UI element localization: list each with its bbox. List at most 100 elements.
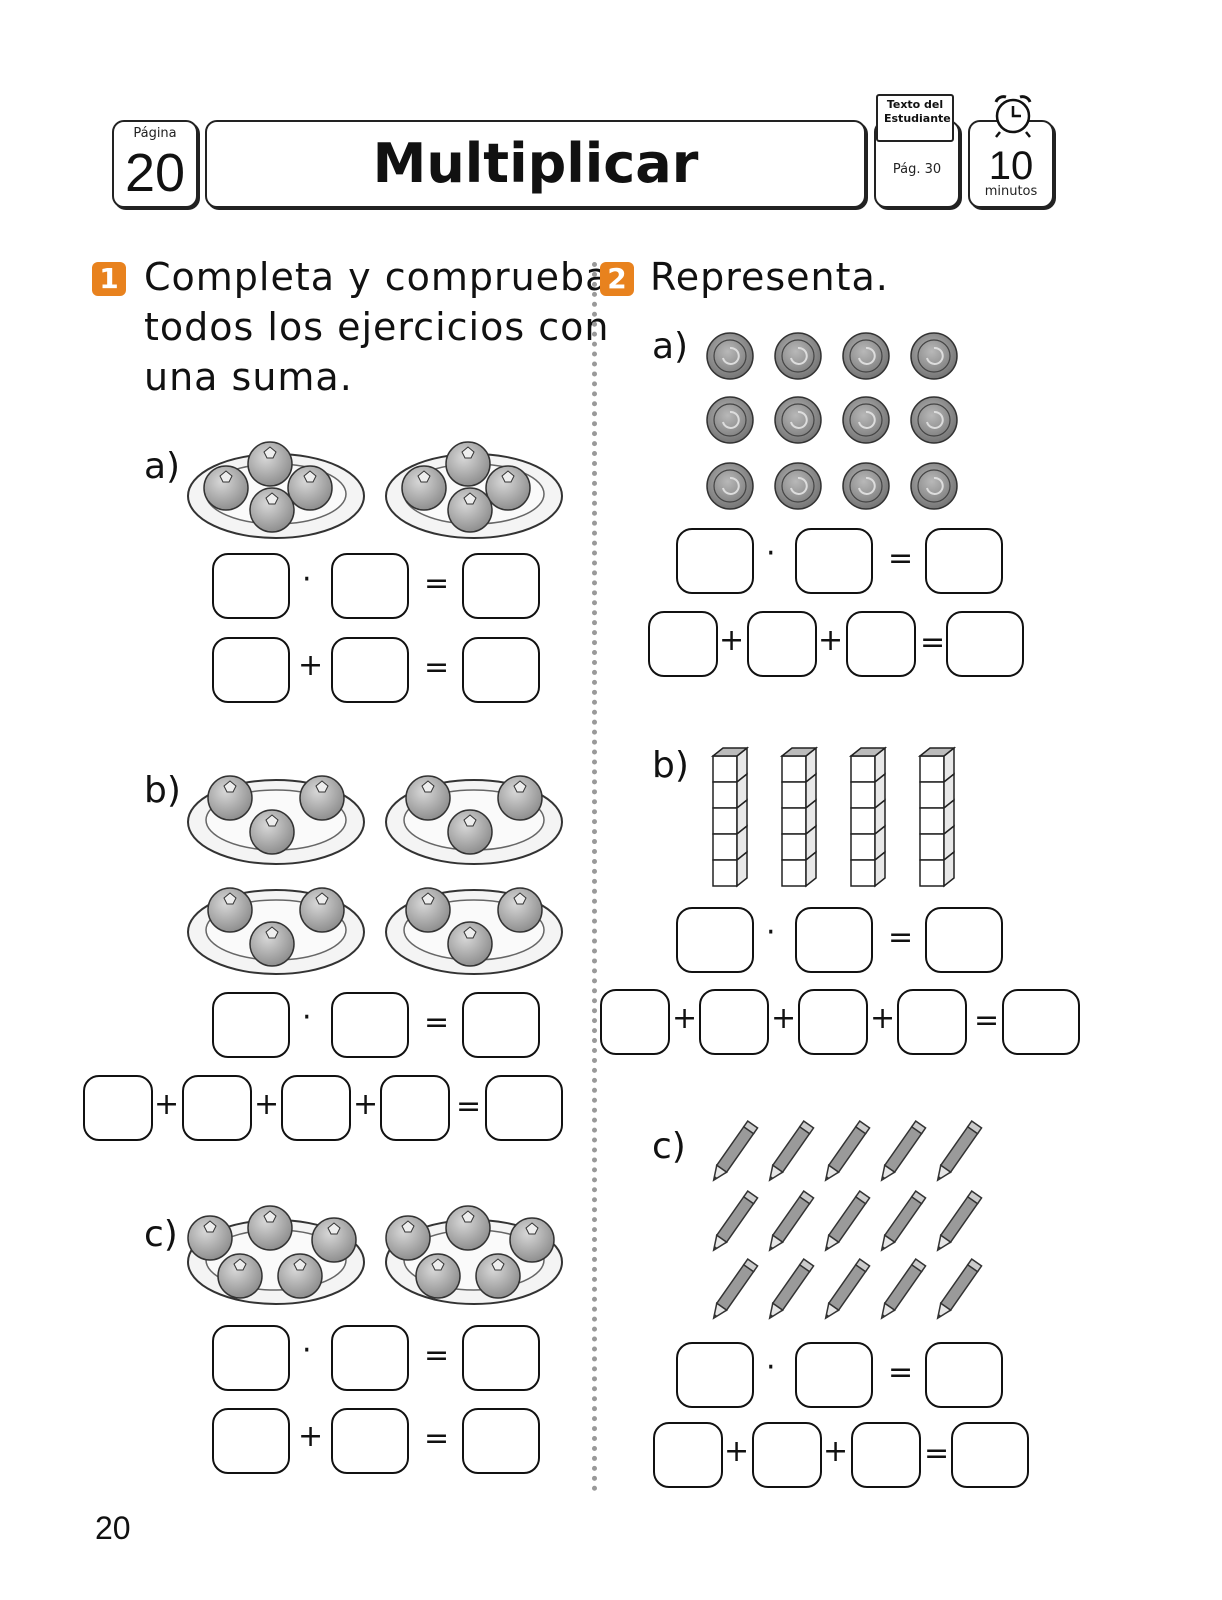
answer-box[interactable] — [462, 1408, 540, 1474]
answer-box[interactable] — [851, 1422, 921, 1488]
page-title: Multiplicar — [372, 132, 699, 195]
answer-box[interactable] — [795, 1342, 873, 1408]
q2-a-label: a) — [652, 326, 689, 367]
title-box: Multiplicar — [205, 120, 866, 208]
equals-sign: = — [888, 541, 914, 576]
answer-box[interactable] — [925, 528, 1003, 594]
answer-box[interactable] — [653, 1422, 723, 1488]
question-1-line-2: todos los ejercicios con — [144, 305, 610, 349]
answer-box[interactable] — [380, 1075, 450, 1141]
answer-box[interactable] — [798, 989, 868, 1055]
equals-sign: = — [920, 625, 946, 660]
answer-box[interactable] — [462, 637, 540, 703]
answer-box[interactable] — [182, 1075, 252, 1141]
plus-sign: + — [823, 1434, 849, 1469]
answer-box[interactable] — [331, 1408, 409, 1474]
answer-box[interactable] — [676, 528, 754, 594]
coin-icon — [706, 332, 958, 510]
q1-a-label: a) — [144, 446, 181, 487]
equals-sign: = — [424, 1421, 450, 1456]
plus-sign: + — [254, 1087, 280, 1122]
times-sign: · — [766, 1350, 776, 1385]
footer-page-number: 20 — [95, 1510, 131, 1546]
answer-box[interactable] — [485, 1075, 563, 1141]
question-2-number: 2 — [600, 262, 634, 296]
q1-b-label: b) — [144, 770, 181, 811]
answer-box[interactable] — [331, 553, 409, 619]
answer-box[interactable] — [648, 611, 718, 677]
answer-box[interactable] — [846, 611, 916, 677]
answer-box[interactable] — [747, 611, 817, 677]
answer-box[interactable] — [331, 992, 409, 1058]
answer-box[interactable] — [462, 1325, 540, 1391]
equals-sign: = — [888, 920, 914, 955]
plus-sign: + — [672, 1001, 698, 1036]
answer-box[interactable] — [795, 528, 873, 594]
answer-box[interactable] — [925, 907, 1003, 973]
answer-box[interactable] — [462, 992, 540, 1058]
open-book-icon: Texto del Estudiante — [876, 94, 954, 142]
page-label: Página — [133, 126, 177, 141]
question-1-line-1: Completa y comprueba — [144, 255, 610, 299]
question-2-text: Representa. — [650, 255, 889, 299]
times-sign: · — [302, 1333, 312, 1368]
plus-sign: + — [298, 648, 324, 683]
answer-box[interactable] — [946, 611, 1024, 677]
answer-box[interactable] — [212, 1325, 290, 1391]
answer-box[interactable] — [676, 1342, 754, 1408]
answer-box[interactable] — [212, 637, 290, 703]
answer-box[interactable] — [925, 1342, 1003, 1408]
answer-box[interactable] — [676, 907, 754, 973]
plus-sign: + — [771, 1001, 797, 1036]
times-sign: · — [302, 562, 312, 597]
plate-with-oranges-icon — [187, 441, 563, 539]
time-badge: 10 minutos — [968, 120, 1054, 208]
answer-box[interactable] — [752, 1422, 822, 1488]
question-1-line-3: una suma. — [144, 355, 353, 399]
time-value: 10 — [988, 144, 1034, 188]
equals-sign: = — [424, 1005, 450, 1040]
alarm-clock-icon — [994, 95, 1032, 138]
answer-box[interactable] — [83, 1075, 153, 1141]
plus-sign: + — [719, 623, 745, 658]
answer-box[interactable] — [951, 1422, 1029, 1488]
equals-sign: = — [424, 566, 450, 601]
equals-sign: = — [888, 1355, 914, 1390]
answer-box[interactable] — [699, 989, 769, 1055]
plus-sign: + — [353, 1087, 379, 1122]
book-page: Pág. 30 — [892, 162, 942, 177]
answer-box[interactable] — [1002, 989, 1080, 1055]
column-divider — [592, 262, 597, 1492]
answer-box[interactable] — [331, 637, 409, 703]
answer-box[interactable] — [897, 989, 967, 1055]
times-sign: · — [766, 915, 776, 950]
cube-tower-icon — [710, 747, 957, 887]
answer-box[interactable] — [212, 1408, 290, 1474]
plate-with-oranges-icon — [187, 1205, 563, 1305]
plus-sign: + — [154, 1087, 180, 1122]
times-sign: · — [302, 1000, 312, 1035]
pencil-icon — [707, 1120, 983, 1323]
q2-c-label: c) — [652, 1126, 686, 1167]
answer-box[interactable] — [600, 989, 670, 1055]
time-unit: minutos — [984, 184, 1038, 199]
answer-box[interactable] — [212, 992, 290, 1058]
q1-c-label: c) — [144, 1214, 178, 1255]
answer-box[interactable] — [281, 1075, 351, 1141]
plus-sign: + — [298, 1419, 324, 1454]
equals-sign: = — [456, 1089, 482, 1124]
answer-box[interactable] — [331, 1325, 409, 1391]
answer-box[interactable] — [462, 553, 540, 619]
equals-sign: = — [424, 650, 450, 685]
equals-sign: = — [924, 1436, 950, 1471]
equals-sign: = — [424, 1338, 450, 1373]
answer-box[interactable] — [212, 553, 290, 619]
plus-sign: + — [818, 623, 844, 658]
equals-sign: = — [974, 1003, 1000, 1038]
q2-b-label: b) — [652, 745, 689, 786]
plus-sign: + — [870, 1001, 896, 1036]
times-sign: · — [766, 536, 776, 571]
plus-sign: + — [724, 1434, 750, 1469]
question-1-number: 1 — [92, 262, 126, 296]
answer-box[interactable] — [795, 907, 873, 973]
